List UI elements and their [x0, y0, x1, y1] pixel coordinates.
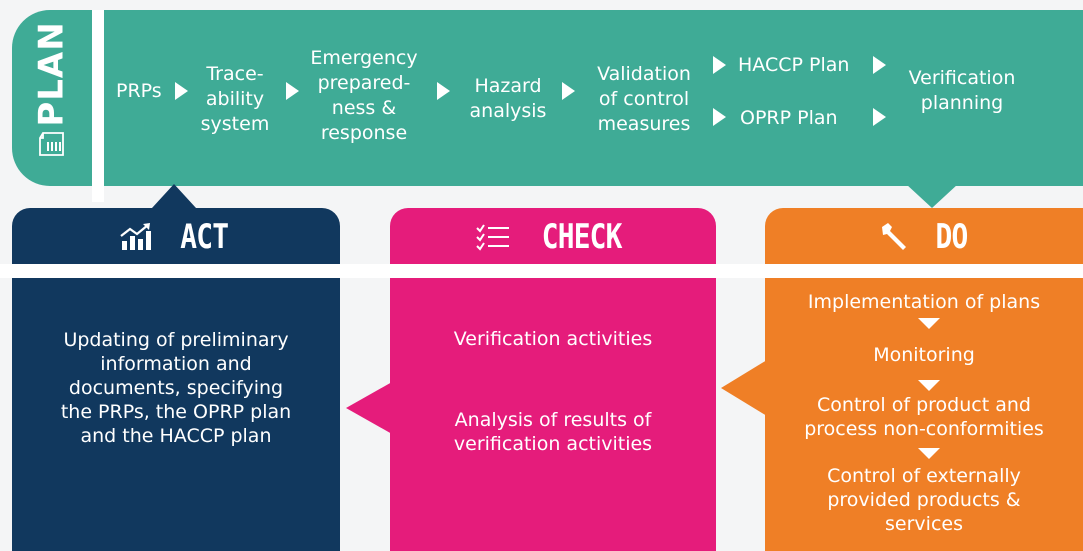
plan-step-traceability: Trace- ability system: [200, 63, 270, 135]
check-panel: CHECK: [390, 208, 716, 551]
plan-band: [12, 10, 1083, 186]
plan-title: PLAN: [32, 21, 73, 127]
plan-step-hazard: Hazard analysis: [469, 75, 547, 122]
plan-step-prps: PRPs: [116, 80, 162, 102]
check-to-act-pointer: [346, 382, 392, 434]
plan-step-verification: Verification planning: [908, 67, 1016, 114]
check-title: CHECK: [542, 217, 623, 257]
do-to-check-pointer: [721, 360, 767, 416]
act-description: Updating of preliminary information and …: [60, 329, 292, 447]
plan-step-oprp: OPRP Plan: [740, 107, 838, 129]
arrow-right-icon: [873, 56, 886, 74]
act-title: ACT: [180, 217, 229, 257]
do-item-monitoring: Monitoring: [873, 344, 975, 366]
plan-to-do-pointer: [906, 184, 958, 208]
arrow-down-icon: [918, 318, 940, 329]
arrow-right-icon: [562, 82, 575, 100]
act-header: ACT: [12, 208, 340, 266]
checklist-icon: [476, 224, 510, 251]
divider-rule: [0, 264, 1083, 278]
do-title: DO: [935, 217, 968, 257]
do-header: DO: [765, 208, 1083, 266]
chart-growth-icon: [120, 223, 151, 250]
act-to-plan-pointer: [152, 184, 196, 208]
plan-divider: [92, 10, 104, 202]
document-icon: [39, 132, 64, 156]
arrow-right-icon: [286, 82, 299, 100]
plan-step-validation: Validation of control measures: [597, 63, 691, 135]
arrow-down-icon: [918, 448, 940, 459]
arrow-right-icon: [175, 82, 188, 100]
arrow-down-icon: [918, 380, 940, 391]
wrench-icon: [881, 223, 906, 250]
arrow-right-icon: [437, 82, 450, 100]
arrow-right-icon: [873, 108, 886, 126]
plan-step-emergency: Emergency prepared- ness & response: [310, 47, 418, 144]
arrow-right-icon: [713, 108, 726, 126]
arrow-right-icon: [713, 56, 726, 74]
do-item-external: Control of externally provided products …: [827, 465, 1021, 535]
plan-step-haccp: HACCP Plan: [738, 54, 850, 76]
check-header: CHECK: [390, 208, 716, 266]
do-item-nonconformities: Control of product and process non-confo…: [804, 394, 1044, 440]
check-item-analysis: Analysis of results of verification acti…: [453, 409, 653, 455]
do-item-implementation: Implementation of plans: [807, 291, 1041, 313]
check-item-verification: Verification activities: [453, 328, 653, 350]
